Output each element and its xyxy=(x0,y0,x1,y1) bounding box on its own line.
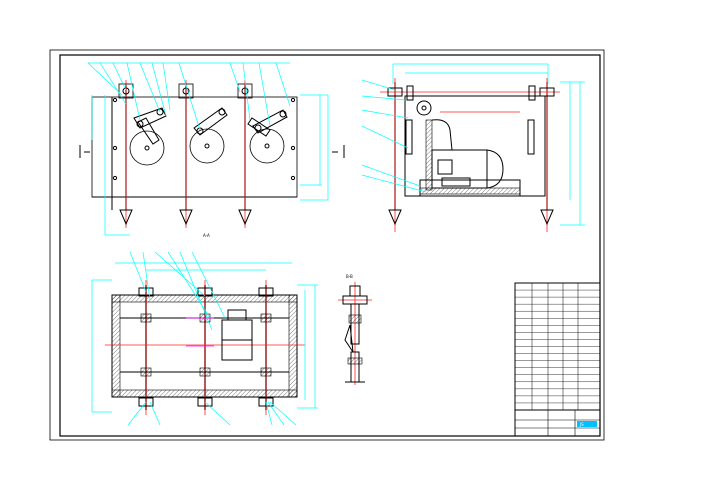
side-view-dimensions xyxy=(392,63,585,226)
pen-tips xyxy=(119,209,252,226)
side-view-leaders xyxy=(361,79,427,193)
side-view xyxy=(361,63,585,232)
title-stamp-text: JS xyxy=(579,422,584,427)
frame-bolts xyxy=(112,97,296,181)
inner-border xyxy=(59,54,601,437)
plan-view-bearings xyxy=(138,287,274,407)
main-view-dimensions xyxy=(91,94,329,236)
main-view-leaders xyxy=(87,62,291,131)
vertical-shafts xyxy=(111,80,246,228)
plan-view xyxy=(91,251,318,426)
main-view: A-A xyxy=(79,62,345,238)
link-arms xyxy=(133,107,288,145)
detail-view-label: B-B xyxy=(346,274,353,279)
cam-disks xyxy=(129,128,285,166)
detail-view: B-B xyxy=(338,274,372,385)
outer-border xyxy=(49,49,605,441)
plan-view-leaders xyxy=(127,251,297,426)
title-stamp xyxy=(577,421,597,427)
title-block-grid xyxy=(515,289,600,404)
main-view-label: A-A xyxy=(203,233,210,238)
title-block: JS xyxy=(514,282,601,437)
motor xyxy=(419,119,521,195)
